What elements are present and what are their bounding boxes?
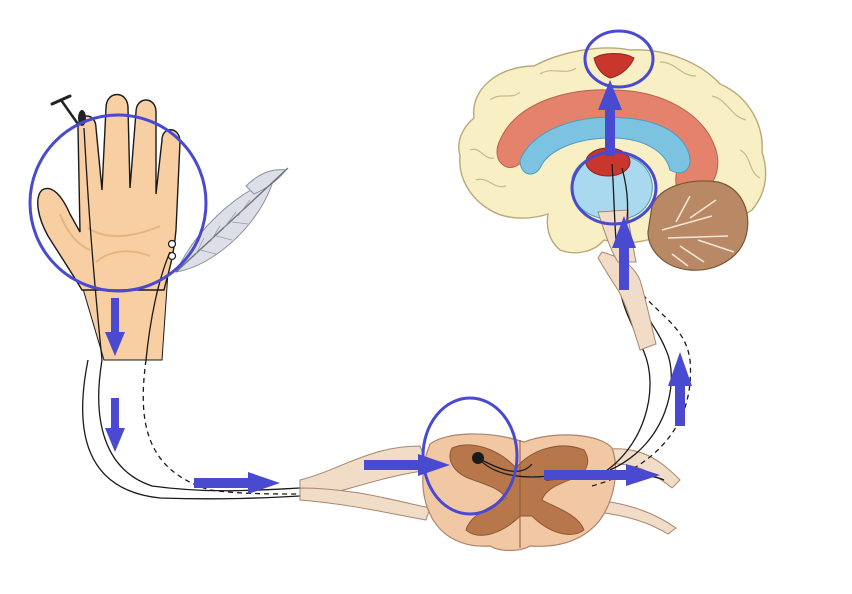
nerve-fibre (145, 251, 171, 361)
palm-crease (95, 250, 151, 263)
nerve-fibre (83, 127, 103, 361)
highlight-circles (28, 29, 658, 516)
signal-arrow-icon (544, 464, 660, 486)
hand-icon (37, 93, 181, 361)
signal-arrows (105, 80, 692, 494)
feather-icon (175, 167, 289, 273)
signal-arrow-icon (612, 216, 636, 290)
highlight-circle-icon (421, 396, 519, 516)
highlight-circle-icon (570, 150, 658, 226)
cerebellum (647, 180, 749, 271)
signal-arrow-icon (105, 298, 125, 356)
palm (37, 93, 181, 291)
signal-arrow-icon (668, 352, 692, 426)
signal-arrow-icon (105, 398, 125, 452)
highlight-circle-icon (583, 29, 655, 89)
touch-receptor-dot (167, 239, 177, 249)
somatosensory-cortex (593, 53, 635, 79)
spinal-cord-icon (299, 433, 681, 552)
pin-icon (50, 94, 80, 126)
signal-arrow-icon (364, 454, 450, 476)
highlight-circle-icon (28, 113, 208, 293)
signal-arrow-icon (194, 472, 280, 494)
palm-crease (87, 225, 161, 238)
thumb-crease (59, 213, 91, 251)
brain-icon (458, 47, 767, 271)
signal-arrow-icon (598, 80, 622, 156)
